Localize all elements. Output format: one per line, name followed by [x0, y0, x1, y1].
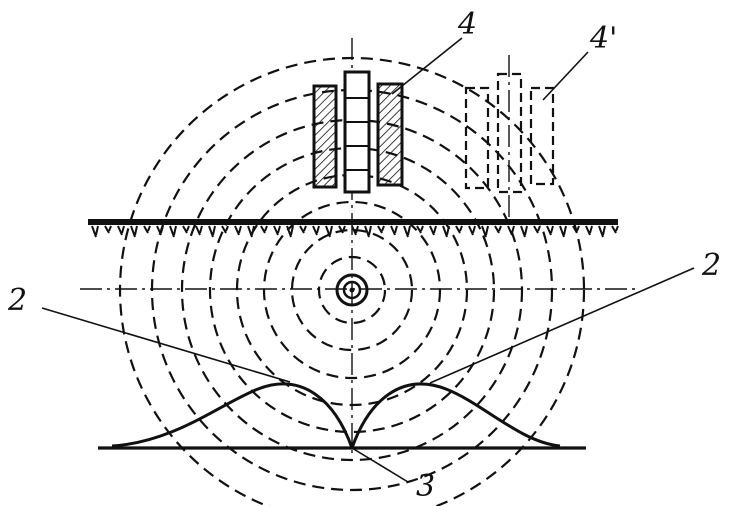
hatched-electrode-group — [312, 70, 404, 194]
potential-curve-left — [111, 382, 354, 449]
central-electrode — [343, 70, 371, 194]
leader-2-right — [429, 267, 695, 384]
label-2-right: 2 — [701, 248, 721, 283]
leader-lines — [41, 37, 695, 483]
soil-mark — [182, 225, 190, 234]
soil-mark — [533, 225, 541, 234]
leader-4 — [391, 37, 463, 95]
soil-mark — [104, 225, 112, 234]
soil-mark — [221, 225, 229, 234]
soil-mark — [247, 225, 255, 238]
label-3: 3 — [416, 469, 435, 504]
soil-mark — [312, 225, 320, 236]
soil-mark — [208, 225, 216, 238]
soil-mark — [416, 225, 424, 234]
soil-mark — [117, 225, 125, 236]
soil-mark — [442, 225, 450, 238]
hatched-electrode-left — [312, 84, 338, 189]
potential-curve-right — [350, 382, 561, 449]
soil-mark — [130, 225, 138, 238]
hatched-electrode-right — [376, 82, 404, 187]
soil-mark — [286, 225, 294, 238]
soil-mark — [429, 225, 437, 236]
field-circle — [290, 228, 414, 352]
soil-mark — [598, 225, 606, 238]
soil-mark — [559, 225, 567, 238]
leader-4prime — [542, 51, 589, 101]
dashed-electrode-left — [464, 86, 490, 190]
soil-mark — [403, 225, 411, 238]
soil-mark — [260, 225, 268, 234]
soil-mark — [299, 225, 307, 234]
leader-3 — [351, 447, 409, 483]
soil-mark — [338, 225, 346, 234]
soil-mark — [169, 225, 177, 238]
soil-mark — [494, 225, 502, 234]
soil-mark — [325, 225, 333, 238]
soil-mark — [377, 225, 385, 234]
dashed-electrode-group — [464, 72, 555, 194]
dashed-electrode-right — [529, 86, 555, 186]
soil-mark — [455, 225, 463, 234]
soil-mark — [572, 225, 580, 234]
center-point-marker — [335, 273, 369, 307]
soil-mark — [143, 225, 151, 234]
soil-mark — [468, 225, 476, 236]
soil-mark — [273, 225, 281, 236]
soil-mark — [156, 225, 164, 236]
soil-mark — [546, 225, 554, 236]
soil-mark — [195, 225, 203, 236]
soil-mark — [585, 225, 593, 236]
soil-mark — [520, 225, 528, 238]
soil-mark — [390, 225, 398, 236]
soil-mark — [507, 225, 515, 236]
label-4prime: 4' — [589, 21, 617, 56]
label-4: 4 — [457, 7, 477, 42]
soil-mark — [364, 225, 372, 238]
ground-surface — [88, 219, 619, 238]
soil-mark — [351, 225, 359, 236]
leader-2-left — [41, 307, 291, 383]
soil-mark — [234, 225, 242, 236]
soil-mark — [91, 225, 99, 238]
soil-mark — [481, 225, 489, 238]
soil-mark — [611, 225, 619, 234]
field-circle — [262, 200, 442, 380]
label-2-left: 2 — [7, 283, 27, 318]
